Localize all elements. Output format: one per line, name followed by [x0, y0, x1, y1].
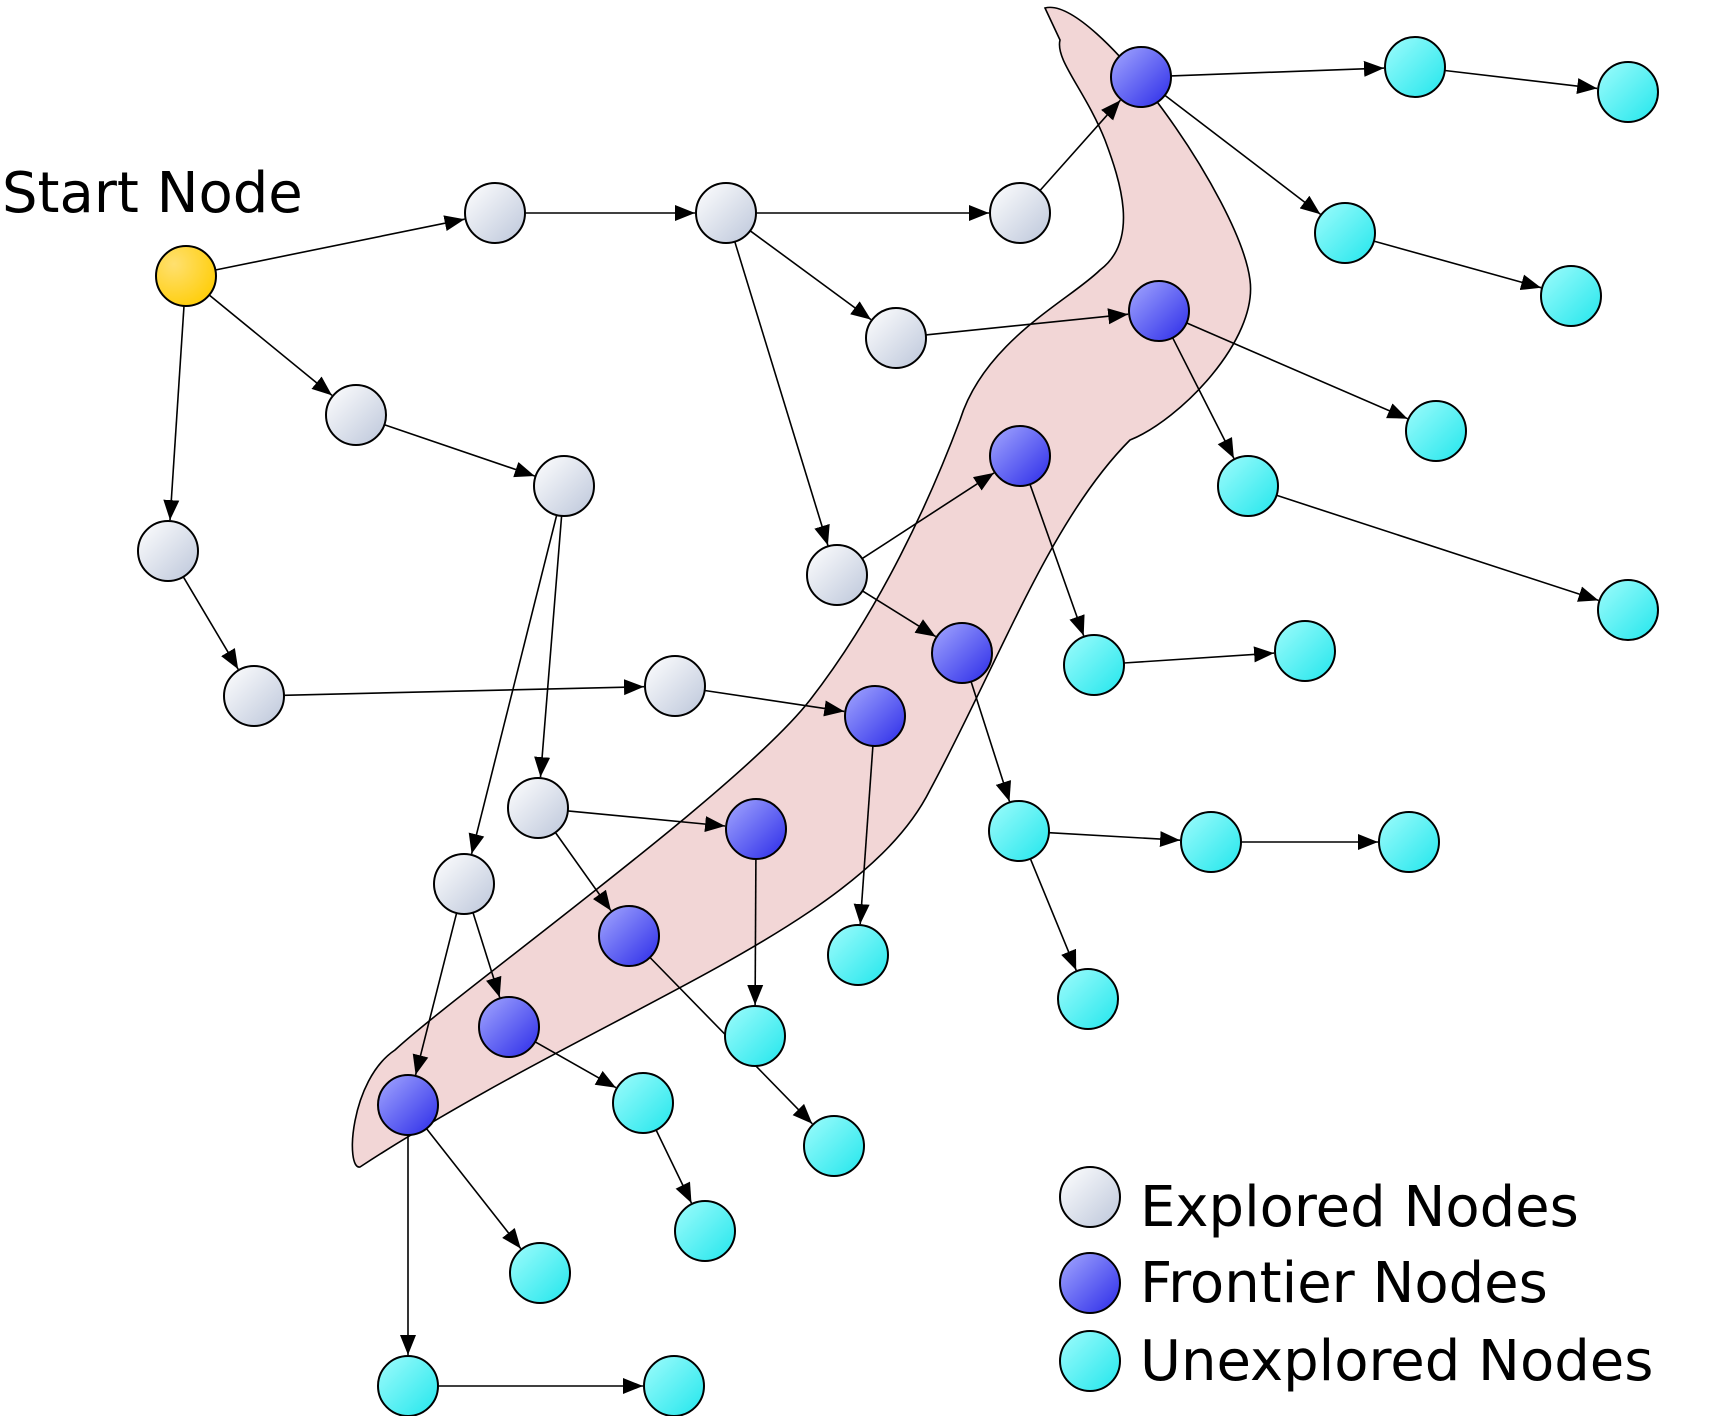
edge-E9-F4: [862, 590, 937, 638]
unexplored-node-u20: [377, 1355, 439, 1416]
unexplored-node-u18: [674, 1200, 736, 1262]
frontier-node-f7: [598, 905, 660, 967]
unexplored-node-u2: [1597, 61, 1659, 123]
frontier-region: [351, 6, 1252, 1168]
edge-U3-U4: [1373, 240, 1542, 291]
unexplored-node-u6: [1217, 455, 1279, 517]
frontier-node-f6: [725, 798, 787, 860]
explored-node-e10: [644, 655, 706, 717]
explored-node-e1: [464, 182, 526, 244]
edge-E7-E11: [534, 515, 563, 778]
unexplored-node-u22: [643, 1355, 705, 1416]
frontier-node-f5: [844, 685, 906, 747]
frontier-node-f4: [931, 622, 993, 684]
edge-E5-E10: [283, 679, 645, 697]
explored-node-e5: [223, 665, 285, 727]
legend-frontier-swatch: [1059, 1252, 1121, 1314]
unexplored-node-u10: [988, 800, 1050, 862]
explored-node-e12: [433, 853, 495, 915]
edge-F2-U6: [1171, 337, 1235, 459]
edge-U10-U11: [1048, 831, 1181, 848]
explored-node-e11: [507, 777, 569, 839]
frontier-node-f8: [478, 996, 540, 1058]
edge-F9-U19: [425, 1128, 522, 1250]
frontier-node-f3: [989, 425, 1051, 487]
edge-F2-U5: [1186, 322, 1408, 420]
edge-F8-U17: [534, 1041, 617, 1089]
legend-explored-label: Explored Nodes: [1140, 1175, 1579, 1240]
edge-F1-U1: [1170, 60, 1385, 77]
edge-E11-F6: [567, 810, 726, 833]
explored-node-e2: [695, 182, 757, 244]
edge-E12-F8: [472, 912, 502, 998]
unexplored-node-u15: [724, 1005, 786, 1067]
edge-E10-F5: [704, 689, 845, 717]
edge-E4-E5: [182, 576, 239, 670]
edge-E11-F7: [554, 832, 612, 912]
edge-layer: [163, 60, 1599, 1394]
unexplored-node-u14: [827, 924, 889, 986]
legend-explored-swatch: [1059, 1166, 1121, 1228]
legend-frontier-label: Frontier Nodes: [1140, 1251, 1548, 1316]
edge-E2-E8: [749, 230, 872, 321]
explored-node-e8: [865, 307, 927, 369]
edge-U6-U7: [1276, 494, 1599, 602]
frontier-node-f1: [1110, 46, 1172, 108]
edge-E9-F3: [861, 472, 995, 560]
start-node-s: [155, 245, 217, 307]
legend-unexplored-swatch: [1059, 1330, 1121, 1392]
edge-F5-U14: [853, 745, 874, 925]
edge-F1-U3: [1164, 94, 1321, 215]
unexplored-node-u3: [1314, 202, 1376, 264]
unexplored-node-u9: [1274, 620, 1336, 682]
unexplored-node-u16: [803, 1115, 865, 1177]
edge-F4-U10: [970, 681, 1012, 802]
explored-node-e9: [806, 544, 868, 606]
start-node-label: Start Node: [2, 161, 303, 226]
edge-E12-F9: [412, 912, 458, 1076]
explored-node-e4: [137, 520, 199, 582]
legend-unexplored-label: Unexplored Nodes: [1140, 1329, 1653, 1394]
unexplored-node-u12: [1378, 811, 1440, 873]
unexplored-node-u19: [509, 1242, 571, 1304]
edge-U10-U13: [1029, 858, 1077, 971]
edge-S-E4: [163, 305, 185, 521]
unexplored-node-u8: [1063, 634, 1125, 696]
unexplored-node-u4: [1540, 265, 1602, 327]
node-layer: [137, 36, 1659, 1416]
edge-E8-F2: [925, 308, 1129, 336]
unexplored-node-u13: [1057, 968, 1119, 1030]
edge-E6-E7: [384, 423, 535, 478]
edge-F6-U15: [747, 858, 764, 1006]
unexplored-node-u7: [1597, 579, 1659, 641]
unexplored-node-u1: [1384, 36, 1446, 98]
edge-U8-U9: [1123, 646, 1275, 664]
unexplored-node-u5: [1405, 400, 1467, 462]
unexplored-node-u11: [1180, 811, 1242, 873]
unexplored-node-u17: [612, 1072, 674, 1134]
explored-node-e3: [989, 182, 1051, 244]
explored-node-e7: [533, 455, 595, 517]
frontier-node-f9: [377, 1074, 439, 1136]
edge-S-E6: [208, 294, 333, 397]
edge-E7-E12: [468, 514, 558, 855]
edge-E2-E9: [734, 241, 830, 546]
edge-S-E1: [215, 215, 465, 271]
frontier-node-f2: [1128, 280, 1190, 342]
edge-U17-U18: [655, 1129, 693, 1204]
edge-F3-U8: [1029, 484, 1085, 637]
legend: Explored Nodes Frontier Nodes Unexplored…: [1059, 1166, 1653, 1394]
edge-U1-U2: [1444, 69, 1598, 95]
explored-node-e6: [325, 384, 387, 446]
edge-E3-F1: [1039, 99, 1121, 192]
